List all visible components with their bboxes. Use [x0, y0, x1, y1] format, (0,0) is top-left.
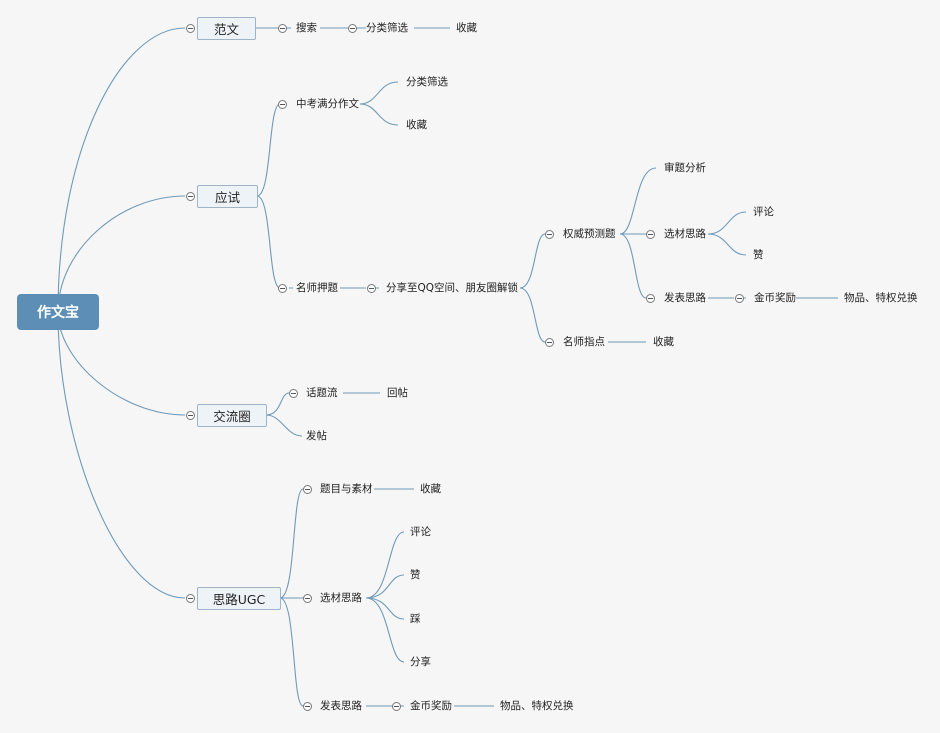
node-shenti[interactable]: 审题分析: [664, 162, 706, 174]
node-jinbi1[interactable]: 金币奖励: [754, 292, 796, 304]
node-timu-shoucang[interactable]: 收藏: [420, 483, 441, 495]
node-wupin2[interactable]: 物品、特权兑换: [500, 700, 574, 712]
root-node[interactable]: 作文宝: [17, 294, 99, 330]
node-xuancai1[interactable]: 选材思路: [664, 228, 706, 240]
collapse-toggle-quanwei[interactable]: [545, 230, 554, 239]
node-fanwen-shoucang[interactable]: 收藏: [456, 22, 477, 34]
node-huitie[interactable]: 回帖: [387, 387, 408, 399]
collapse-toggle-xuancai1[interactable]: [646, 230, 655, 239]
node-cai2[interactable]: 踩: [410, 613, 421, 625]
edge-fenxiang-children: [519, 233, 546, 343]
edge-xuancai2-children: [365, 531, 405, 663]
node-zhongkao-shoucang[interactable]: 收藏: [406, 119, 427, 131]
edge-yingshi-children: [256, 103, 281, 289]
edge-zhongkao-children: [359, 81, 399, 126]
node-yingshi[interactable]: 应试: [197, 185, 258, 208]
node-jiaoliu[interactable]: 交流圈: [197, 404, 267, 427]
node-fanwen-sousuo[interactable]: 搜索: [296, 22, 317, 34]
node-fatie[interactable]: 发帖: [306, 430, 327, 442]
edge-quanwei-children: [619, 167, 657, 299]
collapse-toggle-sousuo[interactable]: [278, 24, 287, 33]
node-fenxiang-unlock[interactable]: 分享至QQ空间、朋友圈解锁: [386, 282, 519, 294]
node-zhidian-shoucang[interactable]: 收藏: [653, 336, 674, 348]
node-xuancai2[interactable]: 选材思路: [320, 592, 362, 604]
collapse-toggle-mingshi-yati[interactable]: [278, 284, 287, 293]
node-quanwei[interactable]: 权威预测题: [563, 228, 616, 240]
edge-silu-children: [279, 488, 304, 707]
node-timu[interactable]: 题目与素材: [320, 483, 373, 495]
collapse-toggle-xuancai2[interactable]: [303, 594, 312, 603]
node-fenxiang2[interactable]: 分享: [410, 656, 431, 668]
edge-root-yingshi: [57, 195, 186, 313]
collapse-toggle-fanwen[interactable]: [186, 24, 195, 33]
collapse-toggle-fenxiang[interactable]: [367, 284, 376, 293]
collapse-toggle-fabiao2[interactable]: [303, 702, 312, 711]
node-zan2[interactable]: 赞: [410, 569, 421, 581]
node-silu[interactable]: 思路UGC: [197, 587, 281, 610]
node-fanwen-fenlei[interactable]: 分类筛选: [366, 22, 408, 34]
collapse-toggle-huati[interactable]: [289, 389, 298, 398]
collapse-toggle-jinbi1[interactable]: [735, 294, 744, 303]
collapse-toggle-fanwen-fenlei[interactable]: [348, 24, 357, 33]
node-zhongkao[interactable]: 中考满分作文: [296, 98, 359, 110]
edge-root-silu: [57, 311, 186, 599]
collapse-toggle-jinbi2[interactable]: [392, 702, 401, 711]
node-zan1[interactable]: 赞: [753, 249, 764, 261]
node-jinbi2[interactable]: 金币奖励: [410, 700, 452, 712]
collapse-toggle-mingshi-zhidian[interactable]: [545, 338, 554, 347]
node-huati[interactable]: 话题流: [306, 387, 338, 399]
node-pinglun1[interactable]: 评论: [753, 206, 774, 218]
collapse-toggle-fabiao1[interactable]: [646, 294, 655, 303]
node-fanwen[interactable]: 范文: [197, 17, 256, 40]
node-mingshi-yati[interactable]: 名师押题: [296, 282, 338, 294]
edge-jiaoliu-children: [265, 392, 303, 437]
collapse-toggle-jiaoliu[interactable]: [186, 411, 195, 420]
node-pinglun2[interactable]: 评论: [410, 526, 431, 538]
collapse-toggle-zhongkao[interactable]: [278, 100, 287, 109]
collapse-toggle-silu[interactable]: [186, 594, 195, 603]
edge-root-fanwen: [57, 27, 186, 313]
collapse-toggle-timu[interactable]: [303, 485, 312, 494]
node-mingshi-zhidian[interactable]: 名师指点: [563, 336, 605, 348]
node-wupin1[interactable]: 物品、特权兑换: [844, 292, 918, 304]
node-fabiao2[interactable]: 发表思路: [320, 700, 362, 712]
edge-xuancai1-children: [707, 211, 747, 256]
node-zhongkao-fenlei[interactable]: 分类筛选: [406, 76, 448, 88]
collapse-toggle-yingshi[interactable]: [186, 192, 195, 201]
node-fabiao1[interactable]: 发表思路: [664, 292, 706, 304]
